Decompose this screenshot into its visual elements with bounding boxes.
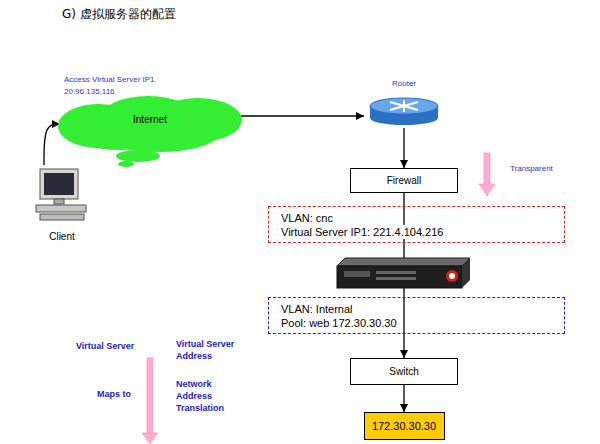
- load-balancer-device: [337, 258, 470, 288]
- connector-arrow: [44, 124, 60, 165]
- ip-address: 20.96.135.116: [64, 86, 115, 98]
- vlan-region: VLAN: InternalPool: web 172.30.30.30: [268, 297, 565, 334]
- connector-arrow: [403, 128, 404, 168]
- legend-term: Maps to: [97, 388, 131, 400]
- server-box: 172.30.30.30: [364, 412, 445, 440]
- node-text: 172.30.30.30: [372, 419, 436, 433]
- cloud: Internet: [58, 96, 242, 152]
- connector-arrow: [240, 115, 364, 116]
- pink-arrow: [479, 153, 495, 196]
- node-text: Client: [49, 230, 75, 243]
- transparent-note: Transparent: [510, 163, 553, 175]
- vlan-region: VLAN: cncVirtual Server IP1: 221.4.104.2…: [268, 206, 565, 243]
- pink-arrow: [142, 358, 158, 444]
- node-text: VLAN: Internal: [279, 302, 355, 316]
- access-note: Access Virtual Server IP1.: [64, 74, 157, 86]
- node-text: Virtual Server IP1: 221.4.104.216: [279, 225, 445, 239]
- heading: G) 虚拟服务器的配置: [62, 6, 176, 23]
- node-text: VLAN: cnc: [279, 211, 335, 225]
- node-text: Internet: [133, 113, 167, 126]
- legend-term: Network Address Translation: [176, 378, 240, 414]
- router: Router: [364, 78, 444, 128]
- client-computer: Client: [30, 165, 94, 243]
- node-text: Firewall: [387, 174, 421, 187]
- connector-arrow: [403, 385, 404, 412]
- cloud-puff: [118, 161, 134, 167]
- legend-term: Virtual Server Address: [176, 338, 250, 362]
- node-text: Router: [392, 78, 416, 89]
- process-box: Switch: [350, 358, 458, 385]
- process-box: Firewall: [350, 168, 458, 193]
- node-text: Switch: [389, 365, 418, 378]
- node-text: Pool: web 172.30.30.30: [279, 316, 399, 330]
- legend-term: Virtual Server: [76, 340, 134, 352]
